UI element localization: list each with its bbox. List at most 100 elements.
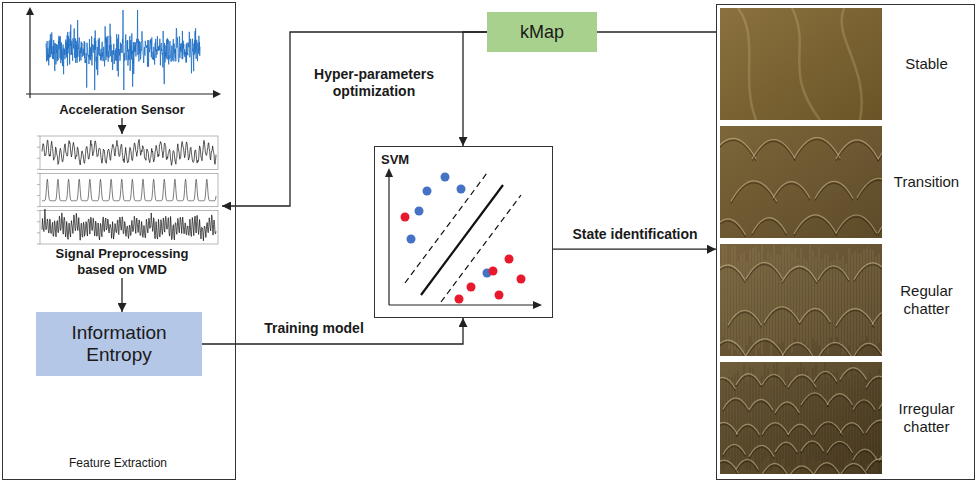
scallop-mark — [775, 442, 797, 452]
data-point — [441, 173, 450, 182]
data-point — [455, 295, 464, 304]
plot-frame — [40, 173, 218, 206]
scallop-shadow — [764, 309, 800, 325]
process-box: Information Entropy — [36, 312, 202, 376]
chatter-mark — [732, 247, 733, 356]
chatter-mark — [819, 247, 820, 346]
scallop-mark — [814, 371, 837, 381]
node-label: SVM — [381, 152, 409, 167]
scallop-mark — [723, 444, 745, 454]
scallop-mark — [866, 420, 882, 433]
mode-trace — [42, 139, 216, 165]
scallop-mark — [836, 215, 877, 233]
scallop-mark — [836, 140, 878, 159]
scallop-shadow — [818, 268, 849, 282]
scallop-shadow — [840, 370, 867, 382]
classifier-box: SVM — [374, 146, 553, 318]
scallop-mark — [814, 422, 842, 435]
chatter-mark — [768, 251, 769, 339]
surface-image — [720, 362, 882, 474]
scallop-shadow — [800, 310, 830, 324]
scallop-mark — [764, 307, 800, 323]
chatter-mark — [795, 381, 796, 466]
chatter-mark — [801, 248, 802, 346]
signal-plot — [22, 6, 222, 102]
scallop-shadow — [736, 376, 761, 387]
chatter-mark — [822, 377, 823, 465]
chatter-mark — [852, 254, 853, 355]
scallop-mark — [720, 138, 756, 159]
chatter-mark — [858, 254, 859, 347]
chatter-mark — [825, 362, 826, 469]
scallop-shadow — [775, 444, 797, 454]
tick-mark — [37, 158, 40, 159]
scallop-shadow — [788, 426, 812, 437]
surface-photo — [720, 244, 882, 356]
scallop-shadow — [752, 220, 786, 236]
chatter-mark — [834, 259, 835, 343]
scallop-mark — [801, 441, 824, 451]
state-sample: Stable — [720, 8, 971, 120]
scallop-shadow — [857, 180, 882, 200]
surface-photo — [720, 8, 882, 120]
tick-mark — [37, 184, 40, 185]
mode-trace — [42, 179, 216, 201]
scallop-shadow — [801, 443, 824, 453]
chatter-mark — [852, 366, 853, 458]
scallop-mark — [857, 178, 882, 198]
axis-line — [29, 10, 30, 98]
signal-figure: Signal Preprocessing based on VMD — [22, 134, 222, 278]
scallop-mark — [794, 215, 837, 234]
node-label: Information Entropy — [44, 322, 194, 366]
scallop-shadow — [723, 446, 745, 456]
scallop-shadow — [749, 401, 773, 412]
scallop-mark — [840, 463, 867, 474]
chatter-mark — [789, 366, 790, 466]
scallop-mark — [853, 400, 875, 410]
chatter-mark — [750, 251, 751, 337]
chatter-mark — [753, 248, 754, 342]
chatter-mark — [759, 379, 760, 470]
data-point — [401, 213, 410, 222]
chatter-mark — [840, 260, 841, 343]
data-point — [489, 267, 498, 276]
chatter-mark — [777, 254, 778, 343]
scallop-shadow — [814, 373, 837, 383]
scallop-shadow — [840, 425, 864, 436]
state-panel: StableTransitionRegular chatterIrregular… — [716, 4, 975, 480]
chatter-mark — [729, 264, 730, 349]
connector-arrow — [463, 32, 487, 146]
chatter-mark — [765, 259, 766, 338]
scallop-shadow — [782, 344, 813, 356]
scallop-mark — [736, 374, 761, 385]
margin-line — [405, 173, 487, 283]
chatter-mark — [801, 362, 802, 472]
surface-mark — [792, 8, 820, 120]
scallop-mark — [854, 343, 882, 356]
plot-frame — [40, 136, 218, 169]
chatter-mark — [738, 371, 739, 473]
chatter-mark — [720, 264, 721, 341]
connector-arrow — [553, 249, 716, 250]
data-point — [423, 187, 432, 196]
tick-mark — [37, 147, 40, 148]
node-label: kMap — [520, 22, 564, 43]
scallop-mark — [788, 375, 816, 388]
edge-label: Training model — [258, 320, 370, 337]
chatter-mark — [867, 247, 868, 337]
chatter-mark — [732, 377, 733, 469]
tick-mark — [37, 244, 40, 245]
edge-label: Hyper-parameters optimization — [296, 66, 452, 100]
chatter-mark — [876, 377, 877, 456]
chatter-mark — [879, 369, 880, 473]
node-label: Acceleration Sensor — [27, 102, 217, 118]
axis-arrow — [26, 7, 34, 15]
chatter-mark — [747, 262, 748, 345]
scallop-mark — [866, 376, 882, 388]
scallop-shadow — [801, 395, 828, 407]
chatter-mark — [783, 247, 784, 342]
svm-plot — [375, 147, 552, 317]
node-label: Signal Preprocessing based on VMD — [47, 246, 197, 278]
chatter-mark — [756, 247, 757, 356]
